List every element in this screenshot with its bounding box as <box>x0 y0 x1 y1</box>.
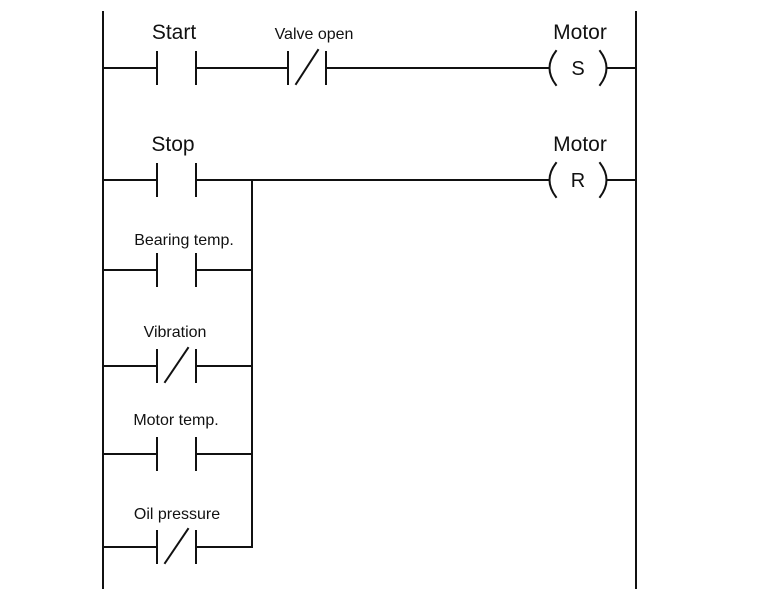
motor-reset-coil-letter: R <box>571 170 585 192</box>
bearing-temp-contact: Bearing temp. <box>102 232 253 287</box>
motor-set-coil-letter: S <box>571 58 584 80</box>
oil-pressure-contact-label: Oil pressure <box>134 506 220 523</box>
motor-temp-contact: Motor temp. <box>102 412 253 471</box>
motor-reset-coil: R Motor <box>548 133 608 199</box>
motor-set-coil-label: Motor <box>553 21 607 44</box>
oil-pressure-contact: Oil pressure <box>102 506 253 565</box>
vibration-contact-label: Vibration <box>144 324 207 341</box>
start-contact-label: Start <box>152 21 197 44</box>
valve-open-contact: Valve open <box>275 26 354 86</box>
bearing-temp-contact-label: Bearing temp. <box>134 232 234 249</box>
valve-open-contact-label: Valve open <box>275 26 354 43</box>
motor-reset-coil-label: Motor <box>553 133 607 156</box>
motor-temp-contact-label: Motor temp. <box>133 412 218 429</box>
rung-1: Start Valve open S Motor <box>102 21 637 87</box>
stop-contact-label: Stop <box>151 133 194 156</box>
vibration-contact: Vibration <box>102 324 253 384</box>
motor-set-coil: S Motor <box>548 21 608 87</box>
rung-2: Stop Bearing temp. Vibration Motor temp. <box>102 133 637 565</box>
stop-contact: Stop <box>151 133 197 197</box>
start-contact: Start <box>152 21 197 85</box>
